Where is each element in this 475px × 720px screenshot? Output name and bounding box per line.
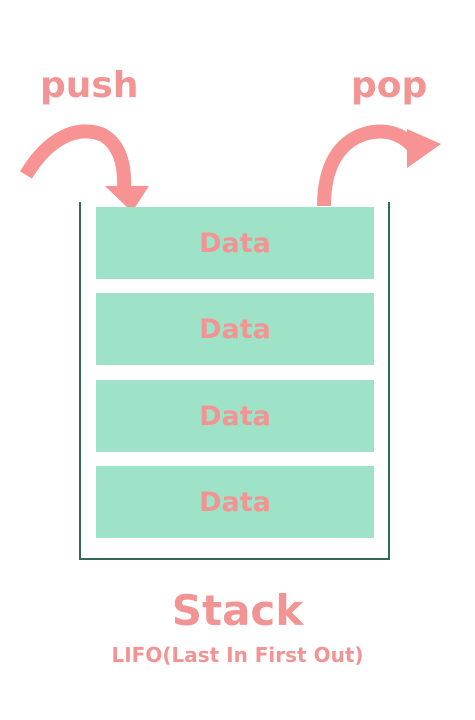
- stack-subtitle: LIFO(Last In First Out): [111, 643, 364, 667]
- stack-item: Data: [96, 207, 374, 279]
- stack-container: Data Data Data Data: [79, 202, 390, 560]
- stack-item: Data: [96, 293, 374, 365]
- stack-item: Data: [96, 380, 374, 452]
- stack-item: Data: [96, 466, 374, 538]
- pop-label: pop: [351, 65, 428, 106]
- stack-title: Stack: [171, 586, 304, 635]
- push-label: push: [40, 65, 139, 106]
